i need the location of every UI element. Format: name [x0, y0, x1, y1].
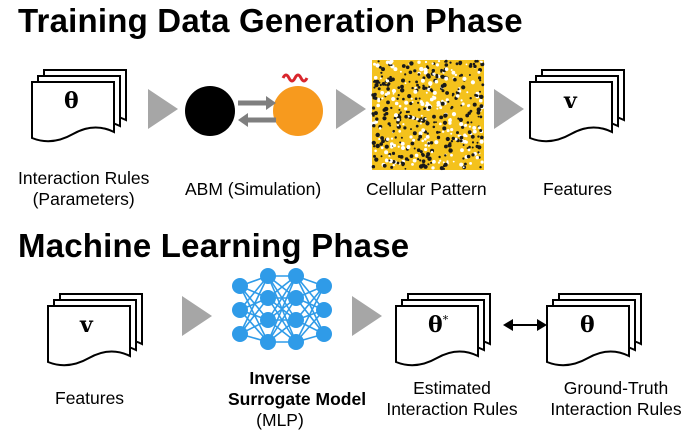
cellular-pattern-image: [371, 59, 485, 171]
flow-arrow-1: [148, 89, 178, 129]
inverse-surrogate-model-label: Inverse Surrogate Model (MLP): [228, 368, 367, 430]
estimated-rules-label: Estimated Interaction Rules: [386, 378, 518, 419]
v-symbol: v: [564, 88, 577, 114]
v-symbol-2: v: [80, 312, 93, 338]
flow-arrow-5: [352, 296, 382, 336]
parameters-document-icon: [32, 70, 126, 141]
neural-network-icon: [232, 268, 332, 350]
ground-truth-rules-label: Ground-Truth Interaction Rules: [550, 378, 682, 419]
features-label: Features: [543, 179, 613, 199]
flow-arrow-3: [494, 89, 524, 129]
phase1-title: Training Data Generation Phase: [18, 2, 523, 39]
features-label-2: Features: [55, 388, 125, 408]
abm-simulation-icon: [185, 73, 323, 136]
features-document-icon: [530, 70, 624, 141]
flow-arrow-4: [182, 296, 212, 336]
theta-star-symbol: θ*: [428, 312, 449, 338]
cellular-pattern-label: Cellular Pattern: [366, 179, 487, 199]
phase2-title: Machine Learning Phase: [18, 227, 410, 264]
flow-arrow-2: [336, 89, 366, 129]
comparison-double-arrow: [503, 319, 547, 331]
theta-symbol-2: θ: [580, 312, 595, 338]
theta-symbol: θ: [64, 88, 79, 114]
abm-label: ABM (Simulation): [185, 179, 322, 199]
features-document-icon-2: [48, 294, 142, 365]
interaction-rules-label: Interaction Rules (Parameters): [18, 168, 150, 209]
